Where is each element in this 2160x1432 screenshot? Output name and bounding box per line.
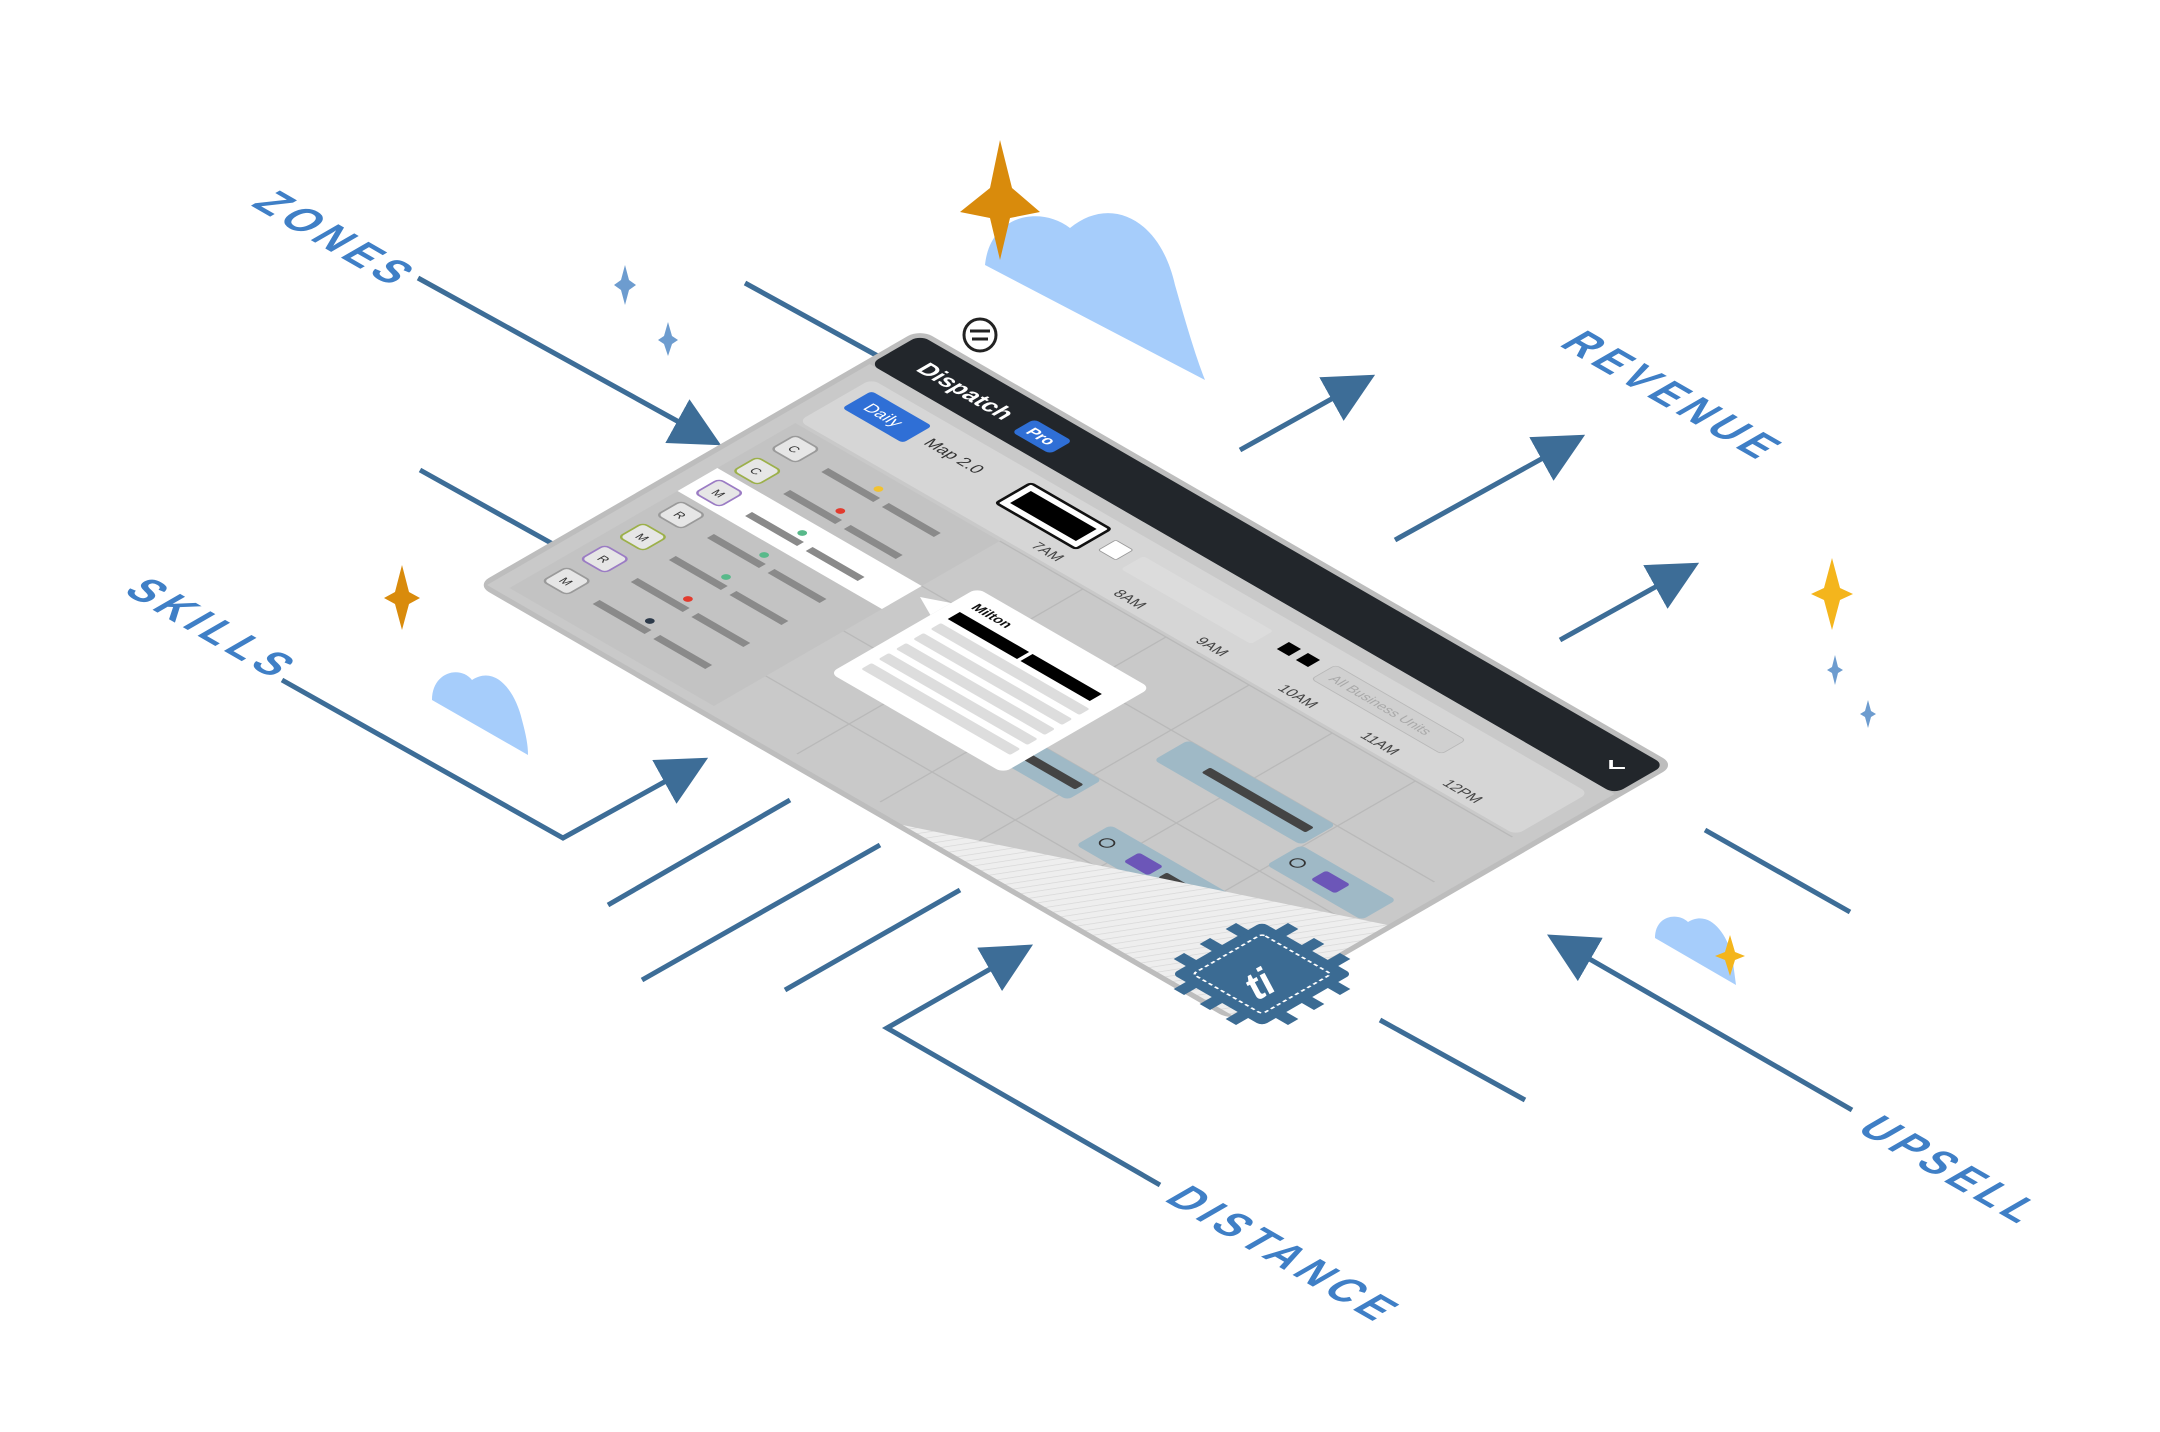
avatar-initial: C bbox=[746, 465, 766, 477]
technician-rows: C C M R M R M bbox=[542, 435, 953, 672]
flow-line bbox=[1703, 827, 1852, 915]
logo-icon bbox=[962, 317, 998, 353]
avatar bbox=[696, 479, 743, 507]
chevron-down-icon[interactable] bbox=[1604, 760, 1625, 772]
star-icon bbox=[1715, 935, 1745, 976]
upsell-arrow bbox=[1546, 934, 1854, 1113]
status-dot bbox=[797, 530, 808, 536]
avatar-initial: M bbox=[632, 531, 653, 543]
app-window: Dispatch Pro Daily Map 2.0 All Business … bbox=[483, 333, 1669, 1017]
job-bar bbox=[1202, 768, 1314, 832]
tab-map[interactable] bbox=[904, 427, 1011, 489]
status-dot bbox=[683, 596, 693, 602]
flow-line bbox=[640, 842, 882, 983]
clock-icon bbox=[1098, 838, 1116, 848]
label-skills: SKILLS bbox=[113, 572, 312, 687]
row-bar bbox=[653, 635, 713, 669]
label-distance: DISTANCE bbox=[1154, 1180, 1414, 1330]
label-revenue: REVENUE bbox=[1549, 325, 1797, 468]
technician-row[interactable]: R bbox=[657, 501, 839, 606]
flow-line bbox=[606, 797, 792, 908]
status-dot bbox=[721, 574, 731, 580]
row-bar bbox=[783, 490, 843, 524]
technician-row[interactable]: M bbox=[619, 523, 801, 628]
flow-line bbox=[783, 887, 962, 993]
avatar-initial: C bbox=[784, 443, 804, 455]
chip-icon bbox=[1173, 923, 1351, 1025]
row-bar bbox=[843, 525, 903, 559]
status-dot bbox=[644, 618, 655, 624]
zones-arrow bbox=[416, 275, 722, 446]
job-card[interactable] bbox=[1266, 845, 1396, 920]
avatar bbox=[543, 567, 590, 595]
business-unit-select[interactable] bbox=[1311, 665, 1465, 754]
technician-popover: Milton bbox=[833, 590, 1147, 771]
flow-line bbox=[1378, 1017, 1527, 1103]
row-bar bbox=[592, 600, 652, 634]
date-box-fill bbox=[1010, 491, 1097, 541]
technician-row[interactable]: M bbox=[695, 479, 877, 584]
row-bar bbox=[668, 556, 728, 590]
revenue-arrow bbox=[1558, 562, 1700, 643]
technician-row[interactable]: C bbox=[771, 435, 953, 540]
technician-row[interactable]: C bbox=[733, 457, 915, 562]
revenue-arrow bbox=[1393, 434, 1586, 543]
job-card[interactable] bbox=[1154, 740, 1336, 845]
label-zones: ZONES bbox=[241, 185, 431, 295]
skills-arrow bbox=[280, 677, 709, 841]
status-dot bbox=[759, 552, 770, 558]
label-upsell: UPSELL bbox=[1846, 1110, 2058, 1233]
job-tag bbox=[1125, 853, 1162, 875]
row-bar bbox=[805, 547, 865, 581]
flow-lines bbox=[280, 275, 1854, 1188]
star-icon bbox=[960, 140, 1040, 260]
row-bar bbox=[745, 512, 804, 546]
avatar-initial: M bbox=[555, 575, 576, 587]
search-field[interactable] bbox=[1121, 556, 1273, 644]
row-bar bbox=[630, 578, 690, 612]
status-dot bbox=[835, 508, 846, 514]
avatar-initial: R bbox=[594, 553, 614, 565]
row-bar bbox=[767, 569, 827, 603]
status-dot bbox=[873, 486, 884, 492]
row-bar bbox=[821, 468, 881, 502]
avatar bbox=[658, 501, 704, 529]
tab-daily[interactable] bbox=[842, 391, 932, 443]
row-bar bbox=[729, 591, 789, 625]
clock-icon bbox=[1289, 858, 1306, 868]
avatar-initial: M bbox=[708, 487, 729, 499]
row-bar bbox=[706, 534, 766, 568]
revenue-arrow bbox=[1238, 374, 1376, 453]
row-bar bbox=[881, 503, 941, 537]
calendar-icon[interactable] bbox=[1098, 540, 1133, 560]
star-icon bbox=[614, 265, 1876, 728]
job-tag bbox=[1312, 871, 1349, 893]
cloud-icon bbox=[1655, 916, 1736, 985]
star-icon bbox=[384, 565, 420, 630]
cloud-icon bbox=[985, 213, 1205, 380]
pro-badge bbox=[1014, 420, 1070, 453]
distance-arrow bbox=[881, 944, 1162, 1188]
titlebar bbox=[874, 337, 1660, 792]
avatar bbox=[772, 435, 819, 463]
avatar bbox=[581, 545, 628, 573]
flow-line bbox=[418, 467, 562, 551]
star-icon bbox=[1811, 558, 1853, 630]
avatar bbox=[619, 523, 666, 551]
list-item-selected[interactable] bbox=[677, 468, 922, 609]
avatar bbox=[734, 457, 781, 485]
technician-row[interactable]: R bbox=[581, 545, 763, 650]
row-bar bbox=[691, 613, 751, 647]
avatar-initial: R bbox=[670, 509, 690, 521]
flow-line bbox=[743, 280, 887, 363]
technician-row[interactable]: M bbox=[542, 567, 724, 672]
cloud-icon bbox=[432, 672, 528, 755]
